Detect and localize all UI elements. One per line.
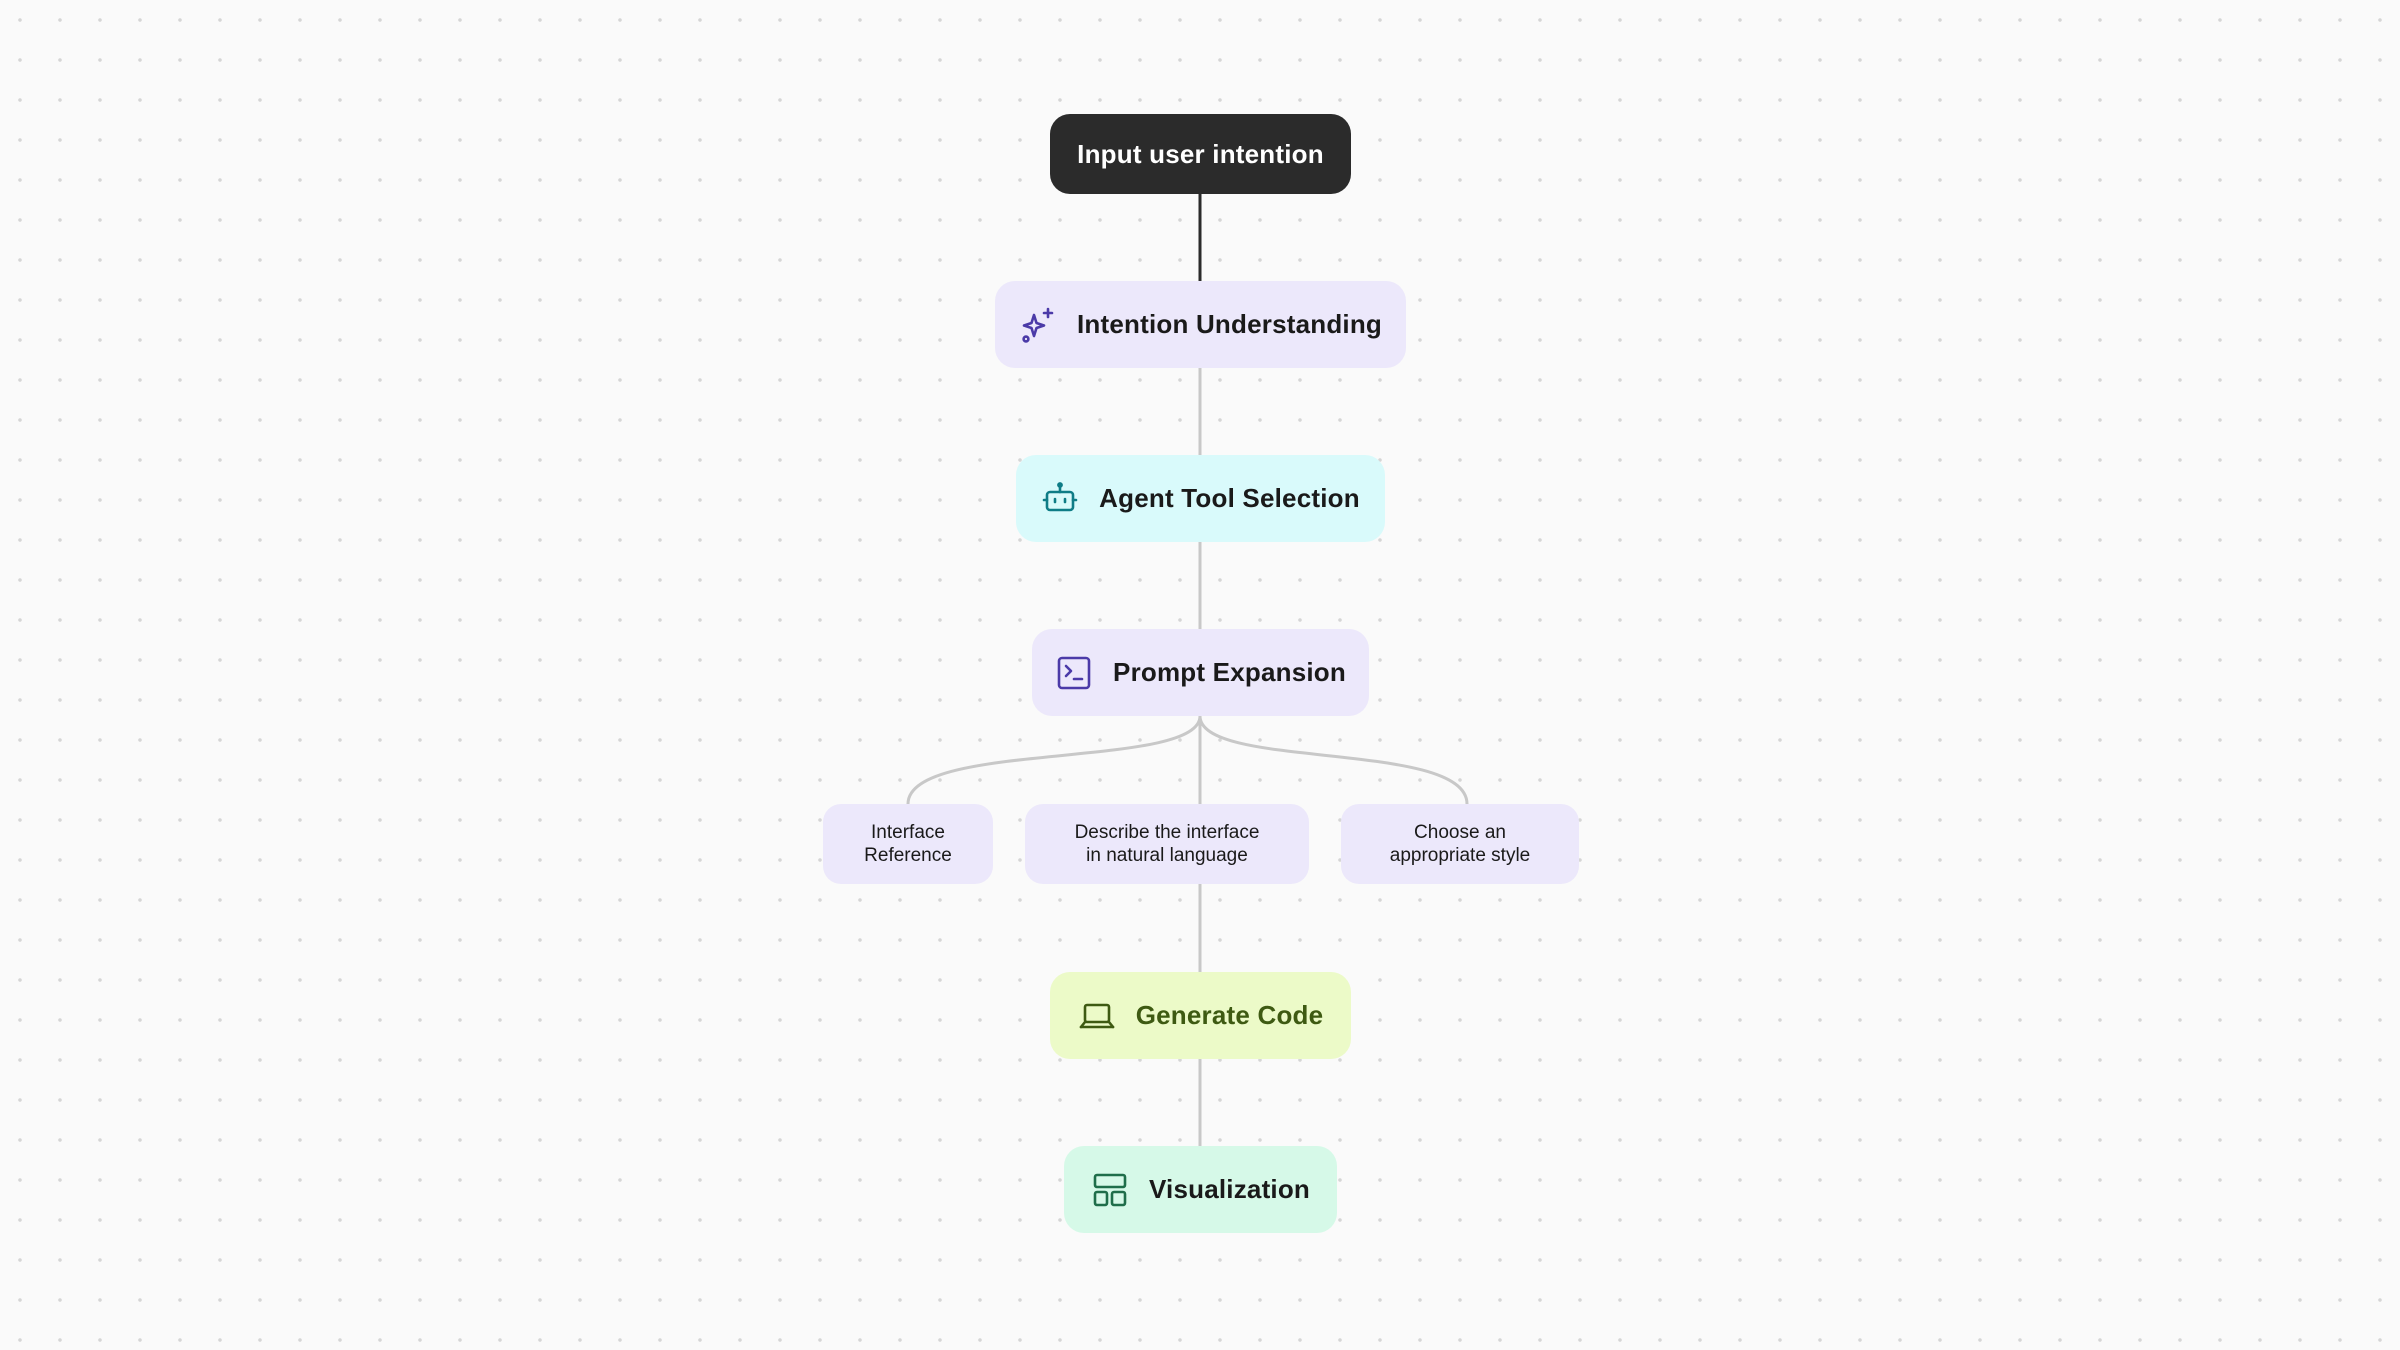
visualization-label: Visualization bbox=[1148, 1174, 1311, 1204]
intention-understanding-label: Intention Understanding bbox=[1076, 309, 1383, 339]
connector-prompt-style bbox=[1198, 715, 1469, 805]
laptop-icon bbox=[1078, 997, 1116, 1035]
choose-style-line2: appropriate style bbox=[1389, 845, 1531, 866]
agent-tool-selection-label: Agent Tool Selection bbox=[1099, 483, 1360, 513]
generate-code-label: Generate Code bbox=[1135, 1000, 1324, 1030]
robot-icon bbox=[1041, 480, 1079, 518]
prompt-expansion-label: Prompt Expansion bbox=[1113, 657, 1346, 687]
sparkles-icon bbox=[1019, 306, 1057, 344]
prompt-expansion-node[interactable]: Prompt Expansion bbox=[1032, 629, 1369, 716]
describe-interface-line1: Describe the interface bbox=[1074, 822, 1260, 843]
visualization-node[interactable]: Visualization bbox=[1064, 1146, 1337, 1233]
describe-interface-node[interactable]: Describe the interface in natural langua… bbox=[1025, 804, 1309, 884]
describe-interface-line2: in natural language bbox=[1086, 845, 1248, 866]
terminal-icon bbox=[1055, 654, 1093, 692]
intention-understanding-node[interactable]: Intention Understanding bbox=[995, 281, 1406, 368]
connector-prompt-reference bbox=[906, 715, 1202, 805]
input-user-intention-node[interactable]: Input user intention bbox=[1050, 114, 1351, 194]
choose-style-line1: Choose an bbox=[1414, 822, 1506, 843]
choose-style-node[interactable]: Choose an appropriate style bbox=[1341, 804, 1579, 884]
layout-icon bbox=[1091, 1171, 1129, 1209]
interface-reference-line2: Reference bbox=[864, 845, 952, 866]
input-user-intention-label: Input user intention bbox=[1077, 138, 1324, 169]
interface-reference-line1: Interface bbox=[871, 822, 945, 843]
agent-tool-selection-node[interactable]: Agent Tool Selection bbox=[1016, 455, 1385, 542]
interface-reference-node[interactable]: Interface Reference bbox=[823, 804, 993, 884]
generate-code-node[interactable]: Generate Code bbox=[1050, 972, 1351, 1059]
